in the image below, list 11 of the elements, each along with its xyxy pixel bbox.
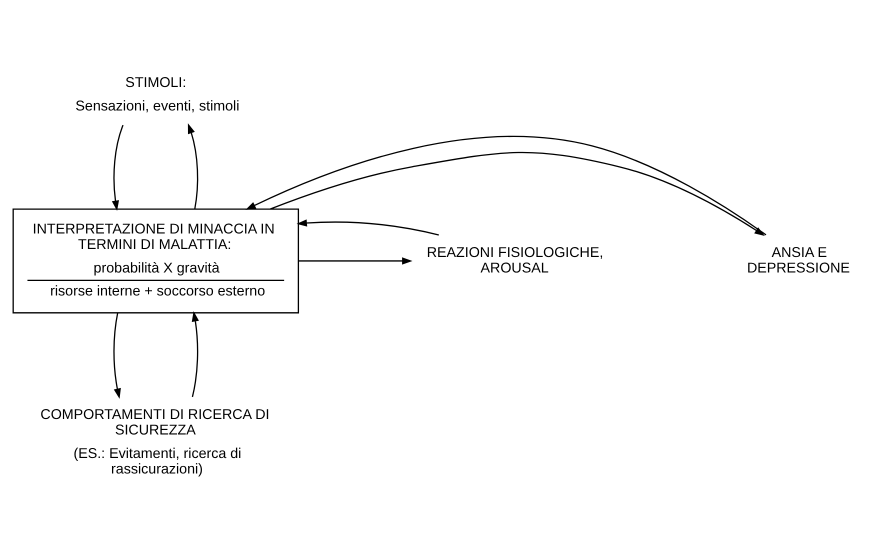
node-text: REAZIONI FISIOLOGICHE, AROUSAL — [426, 244, 604, 276]
node-text: COMPORTAMENTI DI RICERCA DI SICUREZZA (ES.: Evitamenti, ricerca di rassicurazioni) — [40, 406, 270, 478]
node-text: STIMOLI: Sensazioni, eventi, stimoli — [75, 74, 240, 114]
arrow — [112, 124, 124, 211]
arrow — [192, 311, 199, 398]
node-box: INTERPRETAZIONE DI MINACCIA IN TERMINI DI MALATTIA: probabilità X gravità risorse interne + soccorso esterno — [12, 208, 300, 314]
node-text: ANSIA E DEPRESSIONE — [746, 244, 850, 276]
arrow — [188, 123, 198, 210]
arrow — [296, 219, 439, 236]
arrow — [298, 257, 412, 265]
arrow — [113, 312, 121, 399]
